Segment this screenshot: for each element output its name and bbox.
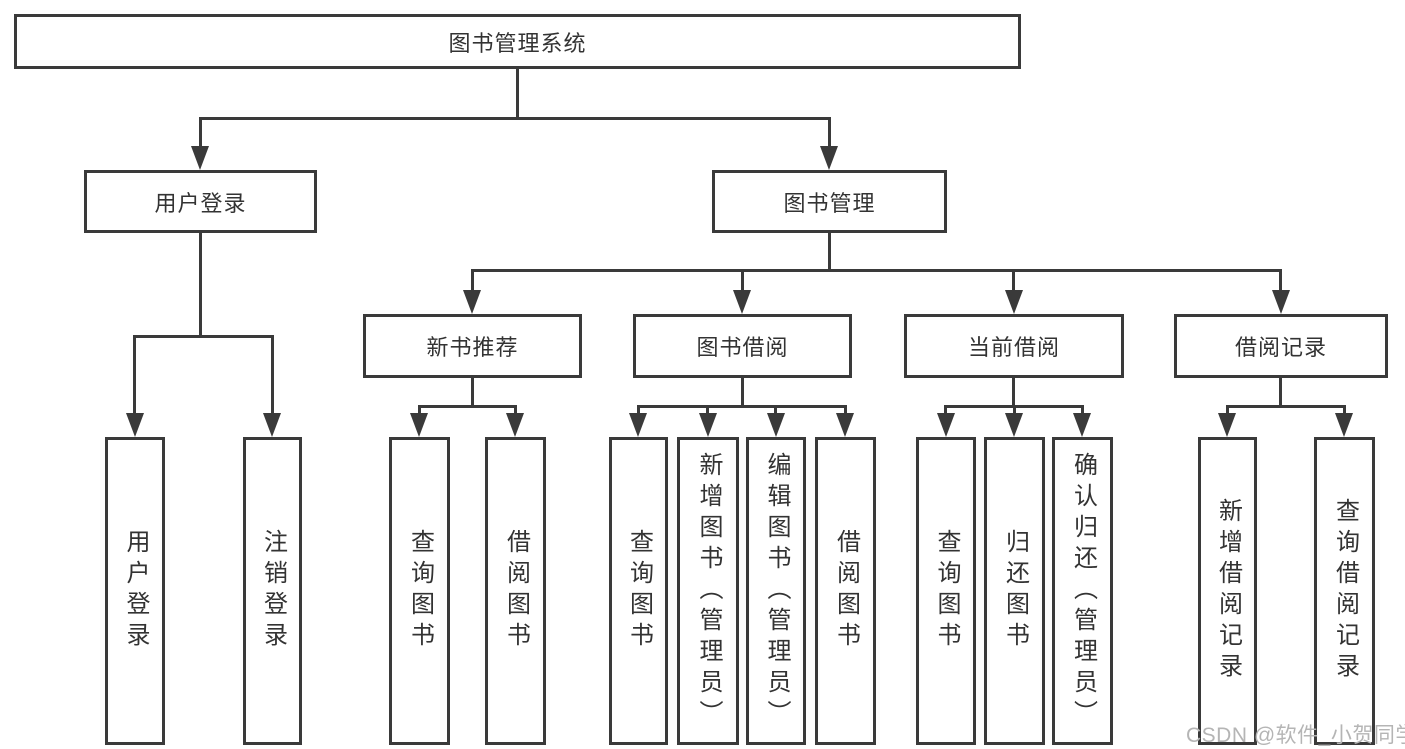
connector: [1279, 378, 1282, 407]
arrow-down-icon: [263, 413, 281, 437]
connector: [516, 68, 519, 119]
arrow-down-icon: [820, 146, 838, 170]
connector: [418, 405, 421, 415]
connector: [271, 335, 274, 415]
connector: [637, 405, 640, 415]
connector: [774, 405, 777, 415]
csdn-watermark: CSDN @软件_小贺同学: [1186, 724, 1405, 747]
node-current-borrowing: 当前借阅: [904, 314, 1124, 378]
node-book-management: 图书管理: [712, 170, 947, 233]
node-book-borrowing: 图书借阅: [633, 314, 852, 378]
arrow-down-icon: [191, 146, 209, 170]
connector: [944, 405, 947, 415]
arrow-down-icon: [1218, 413, 1236, 437]
connector: [199, 233, 202, 337]
node-leaf-borrow-books: 借阅图书: [815, 437, 876, 745]
connector: [1081, 405, 1084, 415]
node-borrowing-records: 借阅记录: [1174, 314, 1388, 378]
connector: [828, 117, 831, 148]
arrow-down-icon: [463, 290, 481, 314]
connector: [741, 378, 744, 407]
connector: [199, 117, 202, 148]
arrow-down-icon: [699, 413, 717, 437]
arrow-down-icon: [1005, 413, 1023, 437]
arrow-down-icon: [937, 413, 955, 437]
connector: [844, 405, 847, 415]
connector: [133, 335, 274, 338]
node-leaf-edit-books-admin: 编辑图书（管理员）: [746, 437, 806, 745]
connector: [471, 378, 474, 407]
connector: [741, 269, 744, 292]
arrow-down-icon: [506, 413, 524, 437]
connector: [637, 405, 847, 408]
connector: [471, 269, 1281, 272]
node-leaf-query-books-borrowing: 查询图书: [609, 437, 668, 745]
connector: [1343, 405, 1346, 415]
arrow-down-icon: [836, 413, 854, 437]
arrow-down-icon: [629, 413, 647, 437]
node-leaf-add-borrow-record: 新增借阅记录: [1198, 437, 1257, 745]
connector: [1226, 405, 1346, 408]
node-leaf-query-books-recommend: 查询图书: [389, 437, 450, 745]
node-leaf-borrow-books-recommend: 借阅图书: [485, 437, 546, 745]
connector: [199, 117, 830, 120]
arrow-down-icon: [767, 413, 785, 437]
arrow-down-icon: [1005, 290, 1023, 314]
connector: [1226, 405, 1229, 415]
connector: [471, 269, 474, 292]
arrow-down-icon: [126, 413, 144, 437]
arrow-down-icon: [1073, 413, 1091, 437]
node-leaf-add-books-admin: 新增图书（管理员）: [677, 437, 739, 745]
connector: [828, 233, 831, 271]
connector: [706, 405, 709, 415]
connector: [514, 405, 517, 415]
node-leaf-query-books-current: 查询图书: [916, 437, 976, 745]
node-new-book-recommendation: 新书推荐: [363, 314, 582, 378]
connector: [1279, 269, 1282, 292]
node-library-management-system: 图书管理系统: [14, 14, 1021, 69]
node-leaf-logout: 注销登录: [243, 437, 302, 745]
arrow-down-icon: [1272, 290, 1290, 314]
arrow-down-icon: [1335, 413, 1353, 437]
connector: [1012, 269, 1015, 292]
arrow-down-icon: [410, 413, 428, 437]
node-user-login: 用户登录: [84, 170, 317, 233]
connector: [1013, 405, 1016, 415]
node-leaf-confirm-return-admin: 确认归还（管理员）: [1052, 437, 1113, 745]
connector: [418, 405, 517, 408]
connector: [1012, 378, 1015, 407]
connector: [133, 335, 136, 415]
node-leaf-query-borrow-record: 查询借阅记录: [1314, 437, 1375, 745]
node-leaf-return-books: 归还图书: [984, 437, 1045, 745]
arrow-down-icon: [733, 290, 751, 314]
node-leaf-user-login: 用户登录: [105, 437, 165, 745]
